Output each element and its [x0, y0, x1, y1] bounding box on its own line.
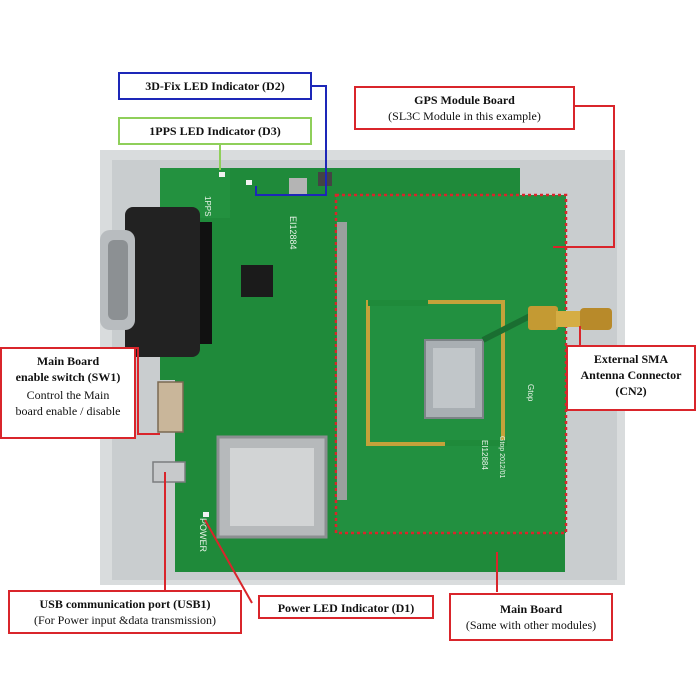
callout-3d-fix-led-title: 3D-Fix LED Indicator (D2) — [145, 79, 285, 93]
callout-power-led-title: Power LED Indicator (D1) — [277, 601, 415, 615]
callout-sma-title3: (CN2) — [615, 384, 647, 398]
shield-can-inner — [230, 448, 314, 526]
silk-part: EI12884 — [288, 216, 298, 250]
callout-main-board-title: Main Board — [499, 602, 563, 616]
callout-sw1-sub1: Control the Main — [26, 388, 110, 402]
callout-main-board: Main Board (Same with other modules) — [449, 593, 613, 641]
callout-gps-module-title: GPS Module Board — [414, 93, 515, 107]
callout-usb: USB communication port (USB1) (For Power… — [8, 590, 242, 634]
module-part: EI12884 — [480, 440, 489, 470]
sma-connector — [528, 306, 612, 330]
led-d1 — [203, 512, 209, 517]
silk-power: POWER — [198, 518, 208, 553]
gps-chip-shield — [433, 348, 475, 408]
callout-usb-sub: (For Power input &data transmission) — [34, 613, 216, 627]
ic-main — [241, 265, 273, 297]
callout-1pps-led-title: 1PPS LED Indicator (D3) — [149, 124, 281, 138]
callout-sma-title1: External SMA — [593, 352, 669, 366]
usb-port — [152, 461, 186, 483]
callout-power-led: Power LED Indicator (D1) — [258, 595, 434, 619]
callout-sw1: Main Board enable switch (SW1) Control t… — [0, 347, 136, 439]
module-date: Gtop 2012/01 — [498, 436, 505, 479]
callout-sw1-title2: enable switch (SW1) — [15, 370, 121, 384]
callout-3d-fix-led: 3D-Fix LED Indicator (D2) — [118, 72, 312, 100]
callout-gps-module: GPS Module Board (SL3C Module in this ex… — [354, 86, 575, 130]
silk-1pps: 1PPS — [203, 196, 212, 216]
rf-trace — [481, 313, 532, 343]
callout-sma: External SMA Antenna Connector (CN2) — [566, 345, 696, 411]
callout-usb-title: USB communication port (USB1) — [39, 597, 211, 611]
pin-header-left — [337, 222, 347, 500]
callout-sw1-sub2: board enable / disable — [15, 404, 121, 418]
antenna-frame — [366, 300, 505, 446]
button-top — [289, 178, 307, 194]
led-d3 — [219, 172, 225, 177]
module-brand: Gtop — [526, 384, 535, 402]
callout-gps-module-sub: (SL3C Module in this example) — [388, 109, 541, 123]
callout-main-board-sub: (Same with other modules) — [465, 618, 597, 632]
db9-connector — [100, 207, 212, 357]
callout-sma-title2: Antenna Connector — [580, 368, 682, 382]
led-d2 — [246, 180, 252, 185]
callout-sw1-title1: Main Board — [36, 354, 100, 368]
callout-1pps-led: 1PPS LED Indicator (D3) — [118, 117, 312, 145]
component-top — [318, 172, 332, 186]
power-switch — [157, 381, 184, 433]
